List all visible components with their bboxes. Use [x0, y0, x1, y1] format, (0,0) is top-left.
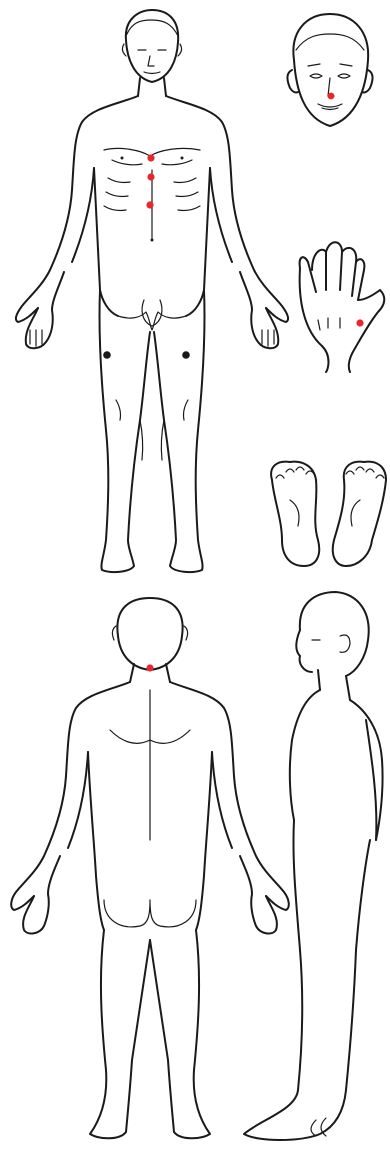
body-back-figure — [11, 598, 289, 1138]
point-upper-abdomen — [146, 201, 153, 208]
hand-back-figure — [300, 242, 385, 372]
point-left-thigh — [182, 351, 190, 359]
point-below-nose — [328, 93, 335, 100]
point-right-thigh — [103, 351, 111, 359]
face-front-figure — [287, 14, 372, 126]
point-back-of-neck — [146, 664, 153, 671]
feet-soles-figure — [271, 462, 386, 566]
point-sternum-upper — [147, 154, 154, 161]
acupressure-points — [103, 93, 363, 672]
point-between-thumb-index — [356, 319, 363, 326]
body-front-figure — [16, 10, 288, 572]
body-side-figure — [244, 592, 383, 1140]
point-sternum-middle — [147, 173, 154, 180]
